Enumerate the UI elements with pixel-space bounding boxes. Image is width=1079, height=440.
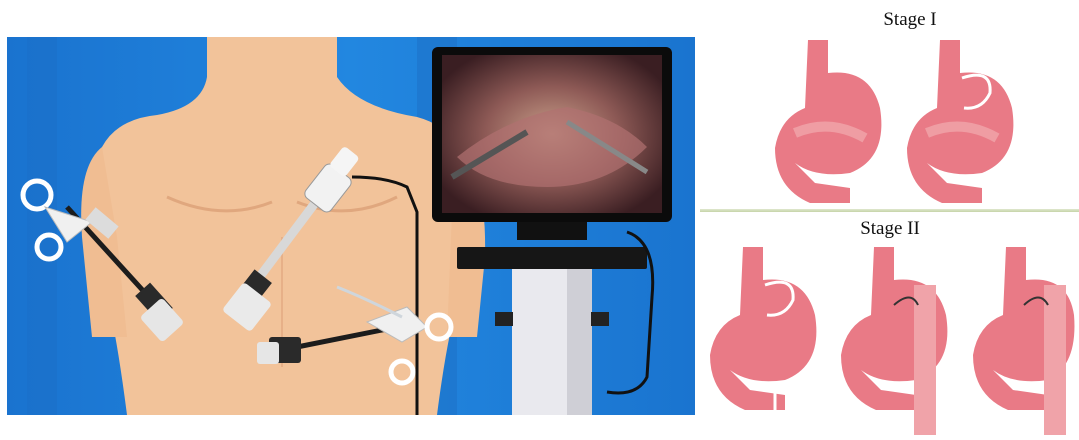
stage-2-stomach-b	[836, 245, 961, 435]
stage-1-banded-stomach	[902, 38, 1027, 203]
monitor-icon	[432, 47, 672, 240]
laparoscopy-illustration	[7, 37, 695, 415]
stage-2-stomach-c	[968, 245, 1079, 435]
laparoscopy-scene	[7, 37, 695, 415]
stage-1-normal-stomach	[770, 38, 895, 203]
stage-2-stomach-a	[705, 245, 830, 415]
stage-divider	[700, 209, 1079, 212]
top-cropped-caption-strip	[0, 0, 700, 12]
stage-2-label: Stage II	[800, 218, 980, 240]
stage-1-label: Stage I	[820, 9, 1000, 31]
